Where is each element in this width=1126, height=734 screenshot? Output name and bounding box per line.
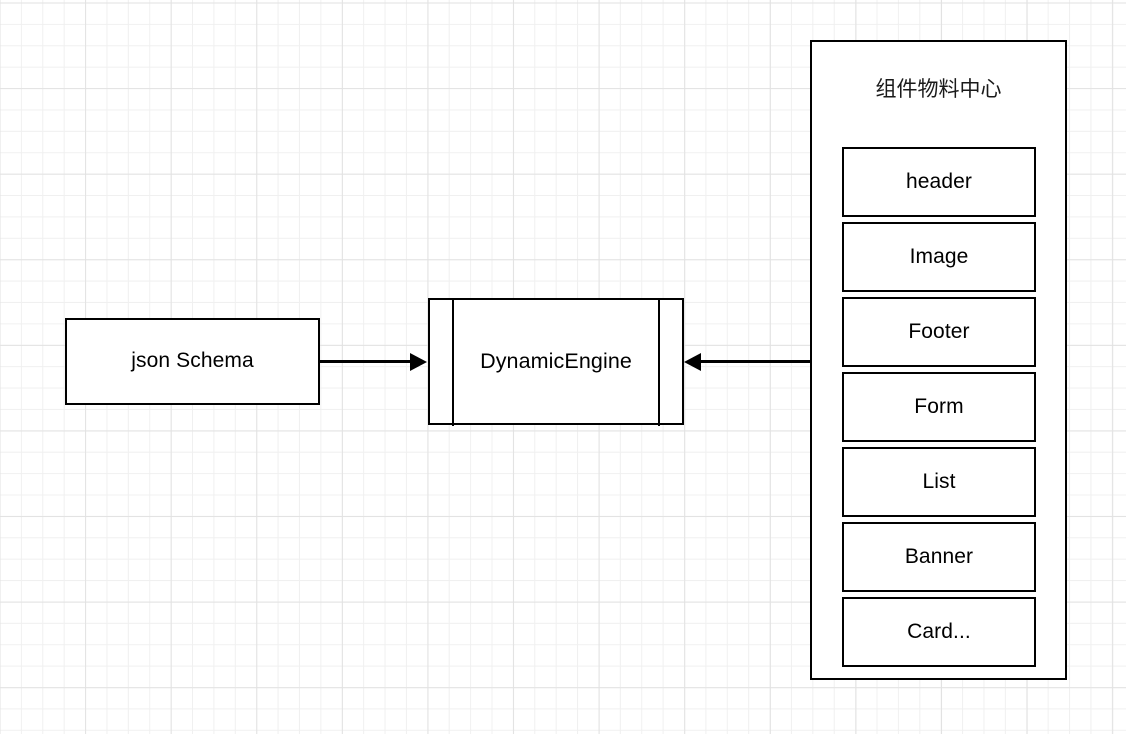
component-list: header Image Footer Form List Banner Car…	[842, 147, 1036, 667]
arrowhead-left-icon	[684, 352, 701, 371]
component-item-list[interactable]: List	[842, 447, 1036, 517]
component-item-header[interactable]: header	[842, 147, 1036, 217]
component-item-label: Image	[909, 244, 969, 268]
node-json-schema[interactable]: json Schema	[65, 318, 320, 405]
node-dynamic-engine-label: DynamicEngine	[480, 349, 632, 374]
component-item-label: Banner	[904, 544, 974, 568]
component-item-label: header	[906, 169, 972, 193]
component-item-form[interactable]: Form	[842, 372, 1036, 442]
component-item-label: Footer	[908, 319, 970, 343]
component-item-card[interactable]: Card...	[842, 597, 1036, 667]
panel-material-center-title: 组件物料中心	[875, 77, 1002, 101]
process-bar-right	[658, 297, 660, 426]
edge-schema-to-engine-line	[320, 360, 414, 363]
component-item-image[interactable]: Image	[842, 222, 1036, 292]
panel-material-center[interactable]: 组件物料中心 header Image Footer Form List Ban…	[810, 40, 1067, 680]
process-bar-left	[452, 297, 454, 426]
component-item-label: List	[922, 469, 956, 493]
component-item-label: Form	[914, 394, 964, 418]
arrowhead-right-icon	[410, 352, 427, 371]
component-item-banner[interactable]: Banner	[842, 522, 1036, 592]
edge-panel-to-engine-line	[700, 360, 811, 363]
component-item-label: Card...	[907, 619, 971, 643]
component-item-footer[interactable]: Footer	[842, 297, 1036, 367]
node-dynamic-engine[interactable]: DynamicEngine	[428, 297, 684, 426]
node-json-schema-label: json Schema	[131, 349, 254, 373]
